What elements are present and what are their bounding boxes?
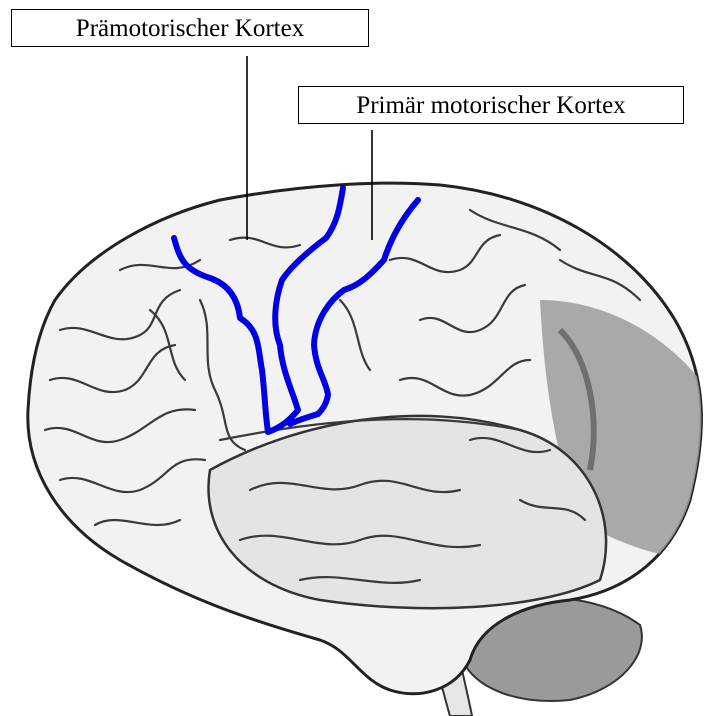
primary-motor-cortex-label: Primär motorischer Kortex — [298, 86, 684, 124]
premotor-cortex-label: Prämotorischer Kortex — [11, 9, 369, 47]
